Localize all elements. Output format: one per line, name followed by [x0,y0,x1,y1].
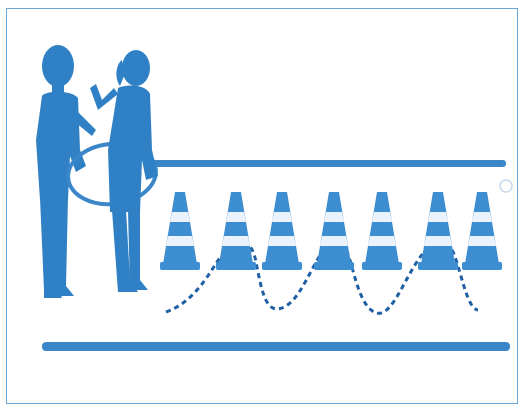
child-figure-left [36,45,96,298]
cone-1 [160,192,200,270]
cone-5 [362,192,402,270]
cone-4 [314,192,354,270]
cone-6 [418,192,458,270]
child-figure-right [90,50,158,292]
line-end-marker [500,180,512,192]
cone-3 [262,192,302,270]
cone-2 [216,192,256,270]
bottom-boundary-line [42,342,510,351]
top-boundary-line [150,160,506,167]
cone-7 [462,192,502,270]
